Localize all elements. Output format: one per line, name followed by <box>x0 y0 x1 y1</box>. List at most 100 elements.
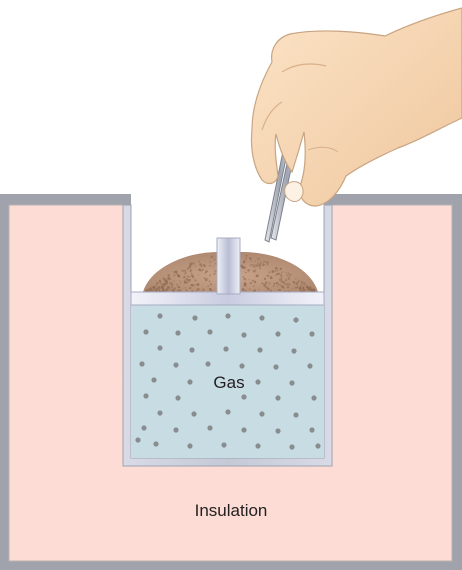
sand-grain <box>255 264 258 267</box>
gas-molecule <box>189 347 195 353</box>
sand-grain <box>267 282 271 285</box>
sand-grain <box>183 279 186 282</box>
sand-grain <box>198 260 201 263</box>
gas-molecule <box>143 329 149 335</box>
sand-grain <box>282 280 285 284</box>
sand-grain <box>279 284 282 286</box>
sand-grain <box>160 283 162 285</box>
container-walls <box>122 204 333 467</box>
sand-grain <box>163 279 165 281</box>
sand-grain <box>189 275 191 278</box>
sand-grain <box>243 259 246 262</box>
sand-grain <box>190 283 194 287</box>
sand-grain <box>285 272 288 274</box>
sand-grain <box>307 287 311 291</box>
sand-grain <box>175 272 179 276</box>
sand-grain <box>305 284 307 286</box>
sand-grain <box>195 289 198 292</box>
sand-grain <box>208 280 211 283</box>
gas-molecule <box>157 345 163 351</box>
gas-molecule <box>187 379 193 385</box>
sand-grain <box>288 277 291 280</box>
gas-molecule <box>241 332 247 338</box>
sand-grain <box>165 287 168 290</box>
sand-grain <box>270 289 272 291</box>
sand-grain <box>170 279 172 281</box>
sand-grain <box>209 264 211 267</box>
gas-molecule <box>153 441 159 447</box>
sand-grain <box>179 289 182 292</box>
sand-grain <box>165 289 168 292</box>
sand-grain <box>296 280 299 283</box>
sand-grain <box>256 262 260 265</box>
sand-grain <box>311 289 314 292</box>
gas-molecule <box>309 427 315 433</box>
sand-grain <box>302 282 305 284</box>
sand-grain <box>162 277 166 281</box>
sand-grain <box>186 281 189 284</box>
gas-molecule <box>293 317 299 323</box>
gas-molecule <box>221 442 227 448</box>
sand-grain <box>248 279 250 281</box>
gas-molecule <box>291 348 297 354</box>
sand-grain <box>189 270 192 273</box>
sand-grain <box>259 267 261 270</box>
sand-grain <box>204 278 208 281</box>
sand-grain <box>190 272 193 275</box>
sand-grain <box>279 273 283 277</box>
hand-with-tweezers-icon <box>250 7 462 243</box>
sand-grain <box>211 256 213 258</box>
sand-grain <box>197 288 201 291</box>
sand-grain <box>277 289 279 291</box>
sand-grain <box>172 289 175 292</box>
sand-grain <box>306 289 309 291</box>
sand-grain <box>173 287 176 290</box>
sand-grain <box>249 288 251 290</box>
sand-grain <box>186 289 188 292</box>
sand-grain <box>296 282 298 284</box>
sand-grain <box>159 280 161 283</box>
sand-grain <box>169 276 171 278</box>
sand-grain <box>250 261 252 263</box>
sand-grain <box>201 265 203 268</box>
sand-grain <box>209 260 212 263</box>
gas-molecule <box>241 427 247 433</box>
sand-grain <box>242 261 246 264</box>
sand-grain <box>294 286 297 289</box>
sand-grain <box>243 283 247 287</box>
sand-grain <box>278 278 282 282</box>
sand-grain <box>152 285 155 289</box>
sand-grain <box>154 284 157 286</box>
gas-molecule <box>241 394 247 400</box>
sand-grain <box>203 277 206 280</box>
sand-grain <box>269 276 273 279</box>
sand-grain <box>188 266 190 268</box>
sand-grain <box>205 279 208 282</box>
sand-grain <box>158 281 160 284</box>
sand-grain <box>258 288 260 290</box>
sand-grain <box>164 282 167 285</box>
sand-grain <box>274 266 278 270</box>
sand-grain <box>162 283 165 285</box>
sand-grain <box>272 285 275 288</box>
sand-grain <box>286 283 288 285</box>
sand-grain <box>309 289 312 292</box>
sand-grain <box>185 288 187 291</box>
sand-grain <box>191 262 193 264</box>
gas-molecule <box>151 377 157 383</box>
sand-grain <box>303 282 306 285</box>
sand-grain <box>280 280 284 283</box>
sand-grain <box>282 286 284 288</box>
gas-molecules <box>135 313 321 450</box>
sand-grain <box>271 270 275 273</box>
sand-grain <box>213 258 216 261</box>
sand-grain <box>245 254 248 257</box>
sand-grain <box>209 274 212 277</box>
sand-grain <box>167 274 170 277</box>
gas-molecule <box>192 315 198 321</box>
sand-grain <box>156 282 159 284</box>
sand-grain <box>291 288 293 290</box>
sand-grain <box>193 284 196 287</box>
sand-grain <box>300 281 303 284</box>
sand-grain <box>151 289 153 291</box>
